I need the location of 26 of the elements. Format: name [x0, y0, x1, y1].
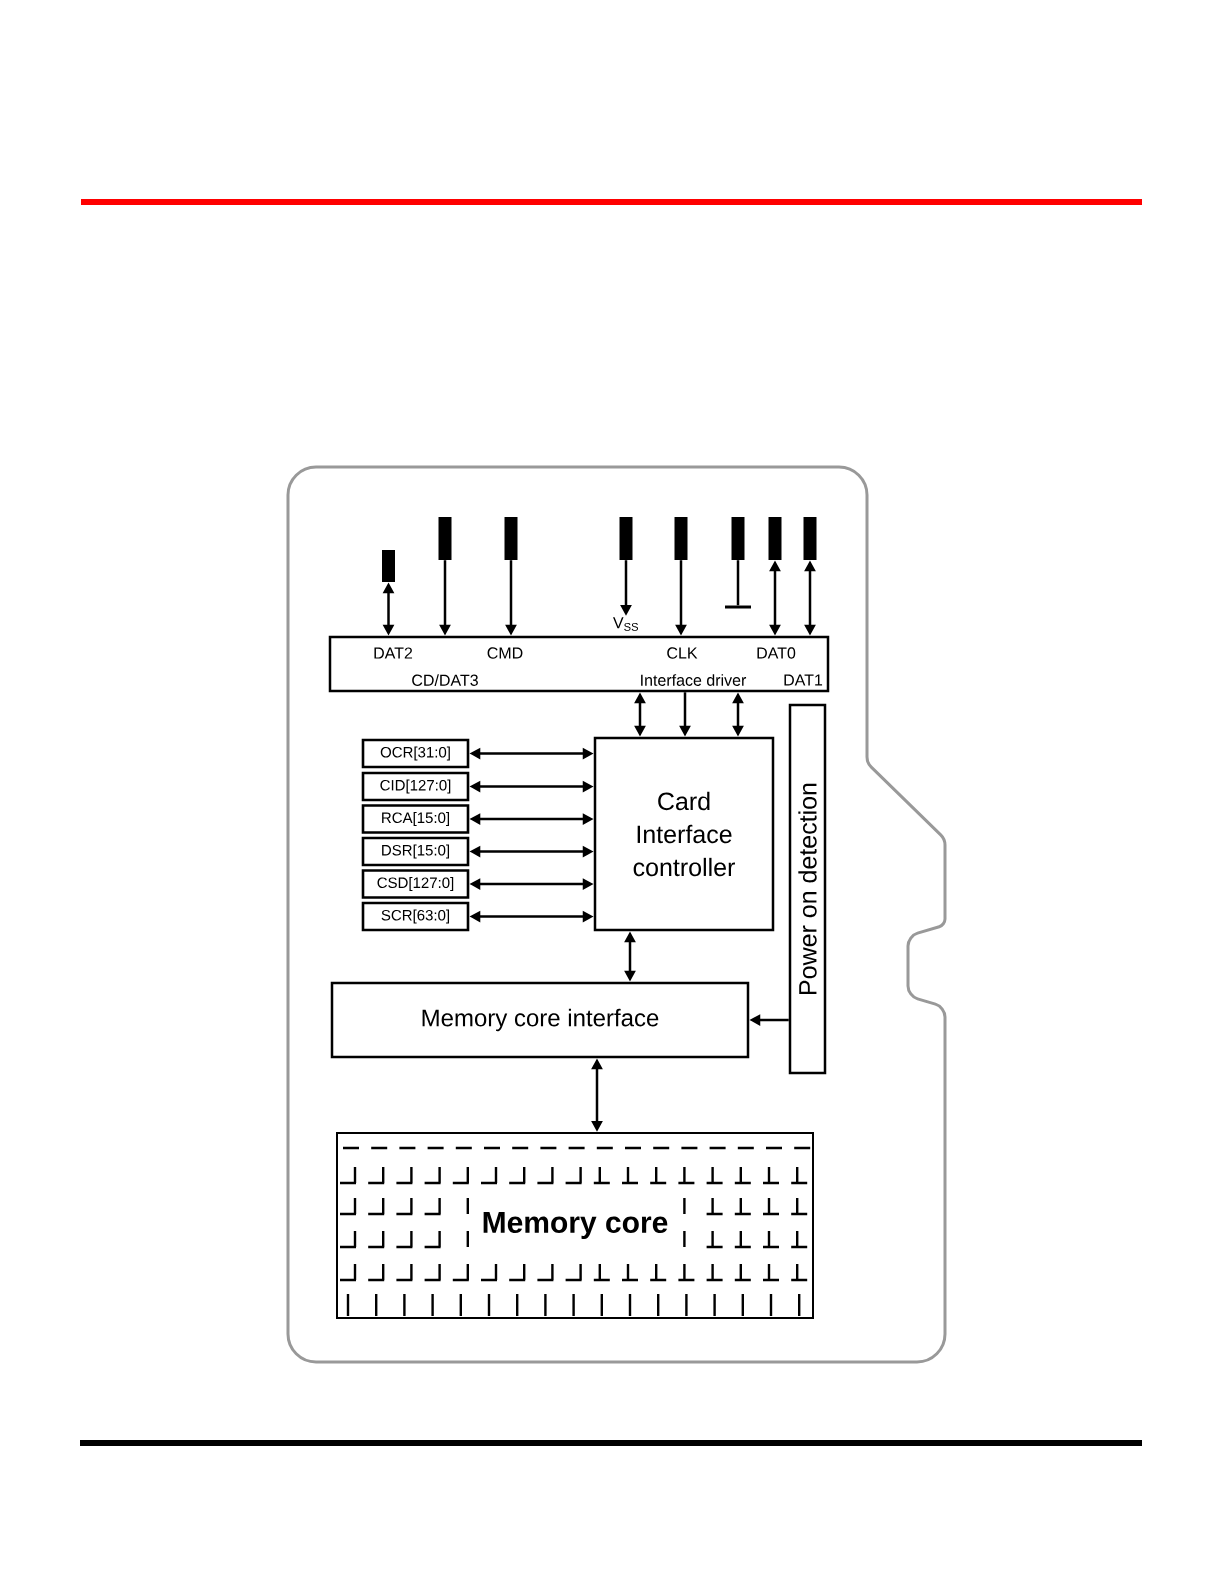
pin-label: DAT2 [374, 647, 413, 659]
ground-symbol [725, 605, 751, 609]
supply-label: V$_{SS}$ [613, 617, 639, 631]
pin-label: DAT1 [784, 674, 823, 686]
interface-driver-box [328, 635, 830, 693]
interface-box: Memory core interface [330, 981, 750, 1059]
register-box: RCA[15:0] [361, 804, 470, 834]
memory-core-box: Memory core [336, 1132, 814, 1319]
contact-pin [731, 517, 745, 560]
pin-label: CMD [487, 647, 523, 659]
controller-box: Card Interface controller [593, 736, 775, 932]
contact-pin [619, 517, 633, 560]
detection-box: Power on detection [788, 703, 827, 1075]
register-box: SCR[63:0] [361, 901, 470, 932]
pin-label: CLK [667, 647, 698, 659]
pin-label: CD/DAT3 [412, 674, 478, 686]
line [736, 560, 740, 606]
register-box: CID[127:0] [361, 771, 470, 802]
pin-label: DAT0 [757, 647, 796, 659]
contact-pin [504, 517, 518, 560]
register-box: CSD[127:0] [361, 869, 470, 899]
register-box: OCR[31:0] [361, 738, 470, 769]
contact-pin [438, 517, 452, 560]
contact-pin [674, 517, 688, 560]
register-box: DSR[15:0] [361, 836, 470, 867]
box-title: Interface driver [641, 674, 747, 686]
